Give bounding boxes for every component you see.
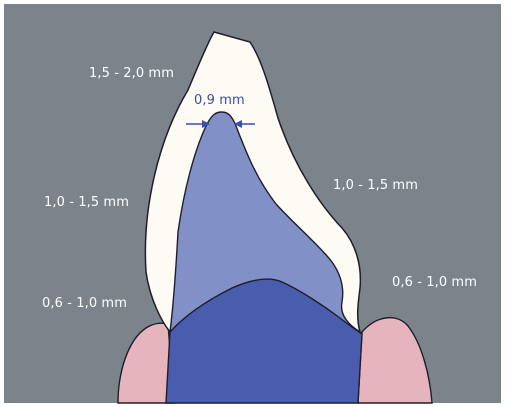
label-left-cervical-thickness: 0,6 - 1,0 mm bbox=[42, 296, 127, 312]
label-minimum-thickness: 0,9 mm bbox=[194, 93, 245, 109]
label-incisal-thickness: 1,5 - 2,0 mm bbox=[89, 66, 174, 82]
label-left-middle-thickness: 1,0 - 1,5 mm bbox=[44, 195, 129, 211]
label-right-middle-thickness: 1,0 - 1,5 mm bbox=[333, 178, 418, 194]
label-right-cervical-thickness: 0,6 - 1,0 mm bbox=[392, 275, 477, 291]
